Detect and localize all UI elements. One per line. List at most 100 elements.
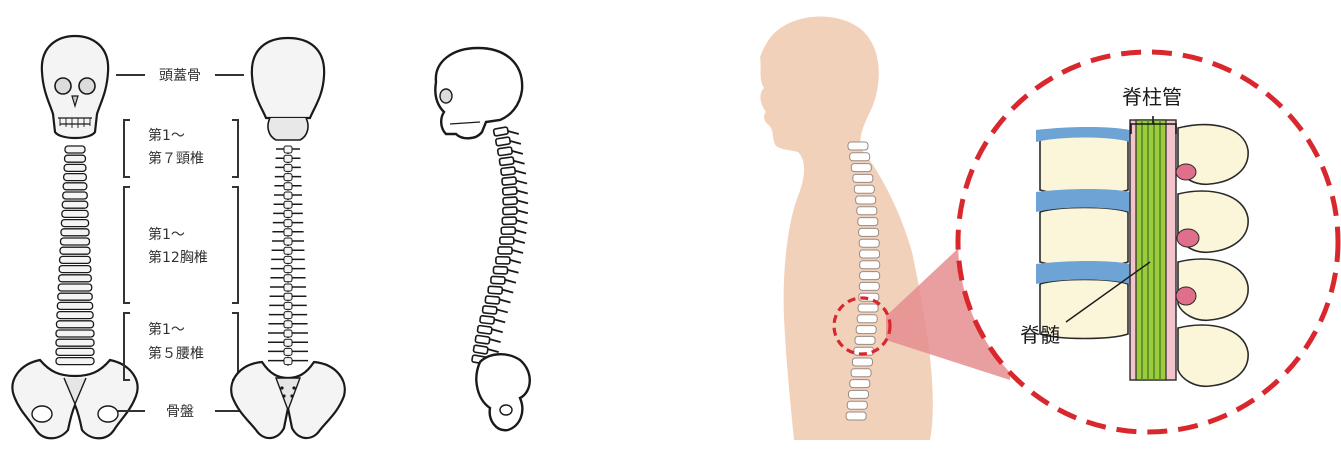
vertebra bbox=[860, 261, 880, 269]
spinous-process bbox=[516, 181, 527, 184]
vertebra bbox=[499, 157, 514, 166]
back-skull bbox=[252, 38, 324, 140]
vertebra bbox=[60, 256, 91, 263]
vertebra bbox=[493, 127, 508, 136]
vertebra bbox=[850, 153, 870, 161]
front-pelvis bbox=[12, 360, 137, 438]
spinous-process bbox=[505, 280, 516, 283]
spinous-process bbox=[508, 131, 519, 134]
vertebra bbox=[503, 207, 517, 215]
vertebra bbox=[498, 247, 512, 254]
spinous-process bbox=[517, 190, 528, 193]
vertebra bbox=[496, 257, 510, 264]
vertebra bbox=[854, 185, 874, 193]
vertebra bbox=[859, 239, 879, 247]
vertebra bbox=[57, 302, 92, 309]
vertebra bbox=[848, 390, 868, 398]
vertebra bbox=[851, 164, 871, 172]
vertebra-body bbox=[284, 284, 292, 291]
vertebra bbox=[61, 229, 89, 236]
front-skeleton bbox=[12, 36, 137, 438]
spinous-process bbox=[502, 290, 513, 293]
vertebra-body bbox=[284, 210, 292, 217]
spinous-process bbox=[492, 329, 503, 332]
label-skull: 頭蓋骨 bbox=[159, 68, 201, 84]
vertebra bbox=[503, 197, 517, 205]
vertebra bbox=[858, 218, 878, 226]
vertebra bbox=[65, 146, 85, 153]
vertebra-body bbox=[284, 174, 292, 181]
spinous-process bbox=[515, 171, 526, 174]
label-spinal-canal: 脊柱管 bbox=[1122, 85, 1182, 109]
vertebra bbox=[853, 174, 873, 182]
vertebra bbox=[860, 250, 880, 258]
front-spine bbox=[56, 146, 94, 365]
vertebra-body bbox=[284, 201, 292, 208]
vertebra bbox=[857, 207, 877, 215]
front-skull bbox=[42, 36, 108, 138]
vertebra bbox=[480, 316, 495, 325]
label-thoracic: 第12胸椎 bbox=[148, 249, 208, 266]
vertebra bbox=[63, 192, 88, 199]
spinous-process bbox=[510, 141, 521, 144]
spinous-process bbox=[517, 200, 528, 203]
spinous-process bbox=[494, 319, 505, 322]
label-cervical: 第７頸椎 bbox=[148, 150, 204, 167]
vertebra-body bbox=[284, 348, 292, 355]
vertebral-bodies bbox=[1040, 136, 1128, 339]
vertebra bbox=[503, 187, 518, 195]
vertebra bbox=[502, 217, 516, 225]
vertebra bbox=[62, 201, 87, 208]
vertebra bbox=[502, 177, 517, 185]
back-pelvis bbox=[231, 362, 345, 438]
vertebra bbox=[56, 339, 94, 346]
vertebra-body bbox=[284, 293, 292, 300]
vertebra-body bbox=[284, 339, 292, 346]
vertebra bbox=[64, 174, 87, 181]
vertebra-body bbox=[284, 220, 292, 227]
vertebra bbox=[493, 267, 507, 275]
magnified-view bbox=[958, 52, 1338, 432]
vertebra bbox=[858, 304, 878, 312]
vertebra bbox=[847, 401, 867, 409]
vertebra bbox=[497, 147, 512, 156]
vertebra-body bbox=[284, 155, 292, 162]
vertebra bbox=[485, 296, 500, 304]
spinal-cord bbox=[1136, 120, 1166, 380]
side-pelvis bbox=[476, 354, 529, 430]
vertebra-body bbox=[284, 183, 292, 190]
vertebra bbox=[63, 183, 87, 190]
vertebra bbox=[852, 358, 872, 366]
spinous-process bbox=[516, 220, 527, 223]
vertebra bbox=[848, 142, 868, 150]
vertebra bbox=[58, 284, 92, 291]
vertebra bbox=[59, 275, 92, 282]
vertebra bbox=[61, 220, 88, 227]
vertebra bbox=[860, 272, 880, 280]
vertebra bbox=[856, 326, 876, 334]
back-skeleton bbox=[231, 38, 345, 438]
vertebra-body bbox=[284, 146, 292, 153]
vertebra bbox=[62, 210, 88, 217]
vertebra-body bbox=[284, 229, 292, 236]
vertebra bbox=[855, 336, 875, 344]
spinous-process bbox=[514, 240, 525, 243]
label-cervical-range: 第1〜 bbox=[148, 127, 185, 144]
vertebra-body bbox=[284, 321, 292, 328]
spinous-process bbox=[514, 161, 525, 164]
vertebra-body bbox=[284, 164, 292, 171]
vertebra bbox=[61, 238, 90, 245]
vertebra bbox=[491, 276, 505, 284]
vertebra bbox=[58, 293, 92, 300]
vertebra-body bbox=[284, 256, 292, 263]
spinous-process bbox=[488, 349, 499, 352]
vertebra-body bbox=[284, 330, 292, 337]
spinous-process bbox=[512, 250, 523, 253]
label-lumbar: 第５腰椎 bbox=[148, 345, 204, 362]
vertebra-body bbox=[284, 312, 292, 319]
side-spine bbox=[472, 127, 528, 364]
vertebra-body bbox=[284, 192, 292, 199]
vertebra bbox=[475, 335, 490, 344]
vertebra bbox=[859, 228, 879, 236]
